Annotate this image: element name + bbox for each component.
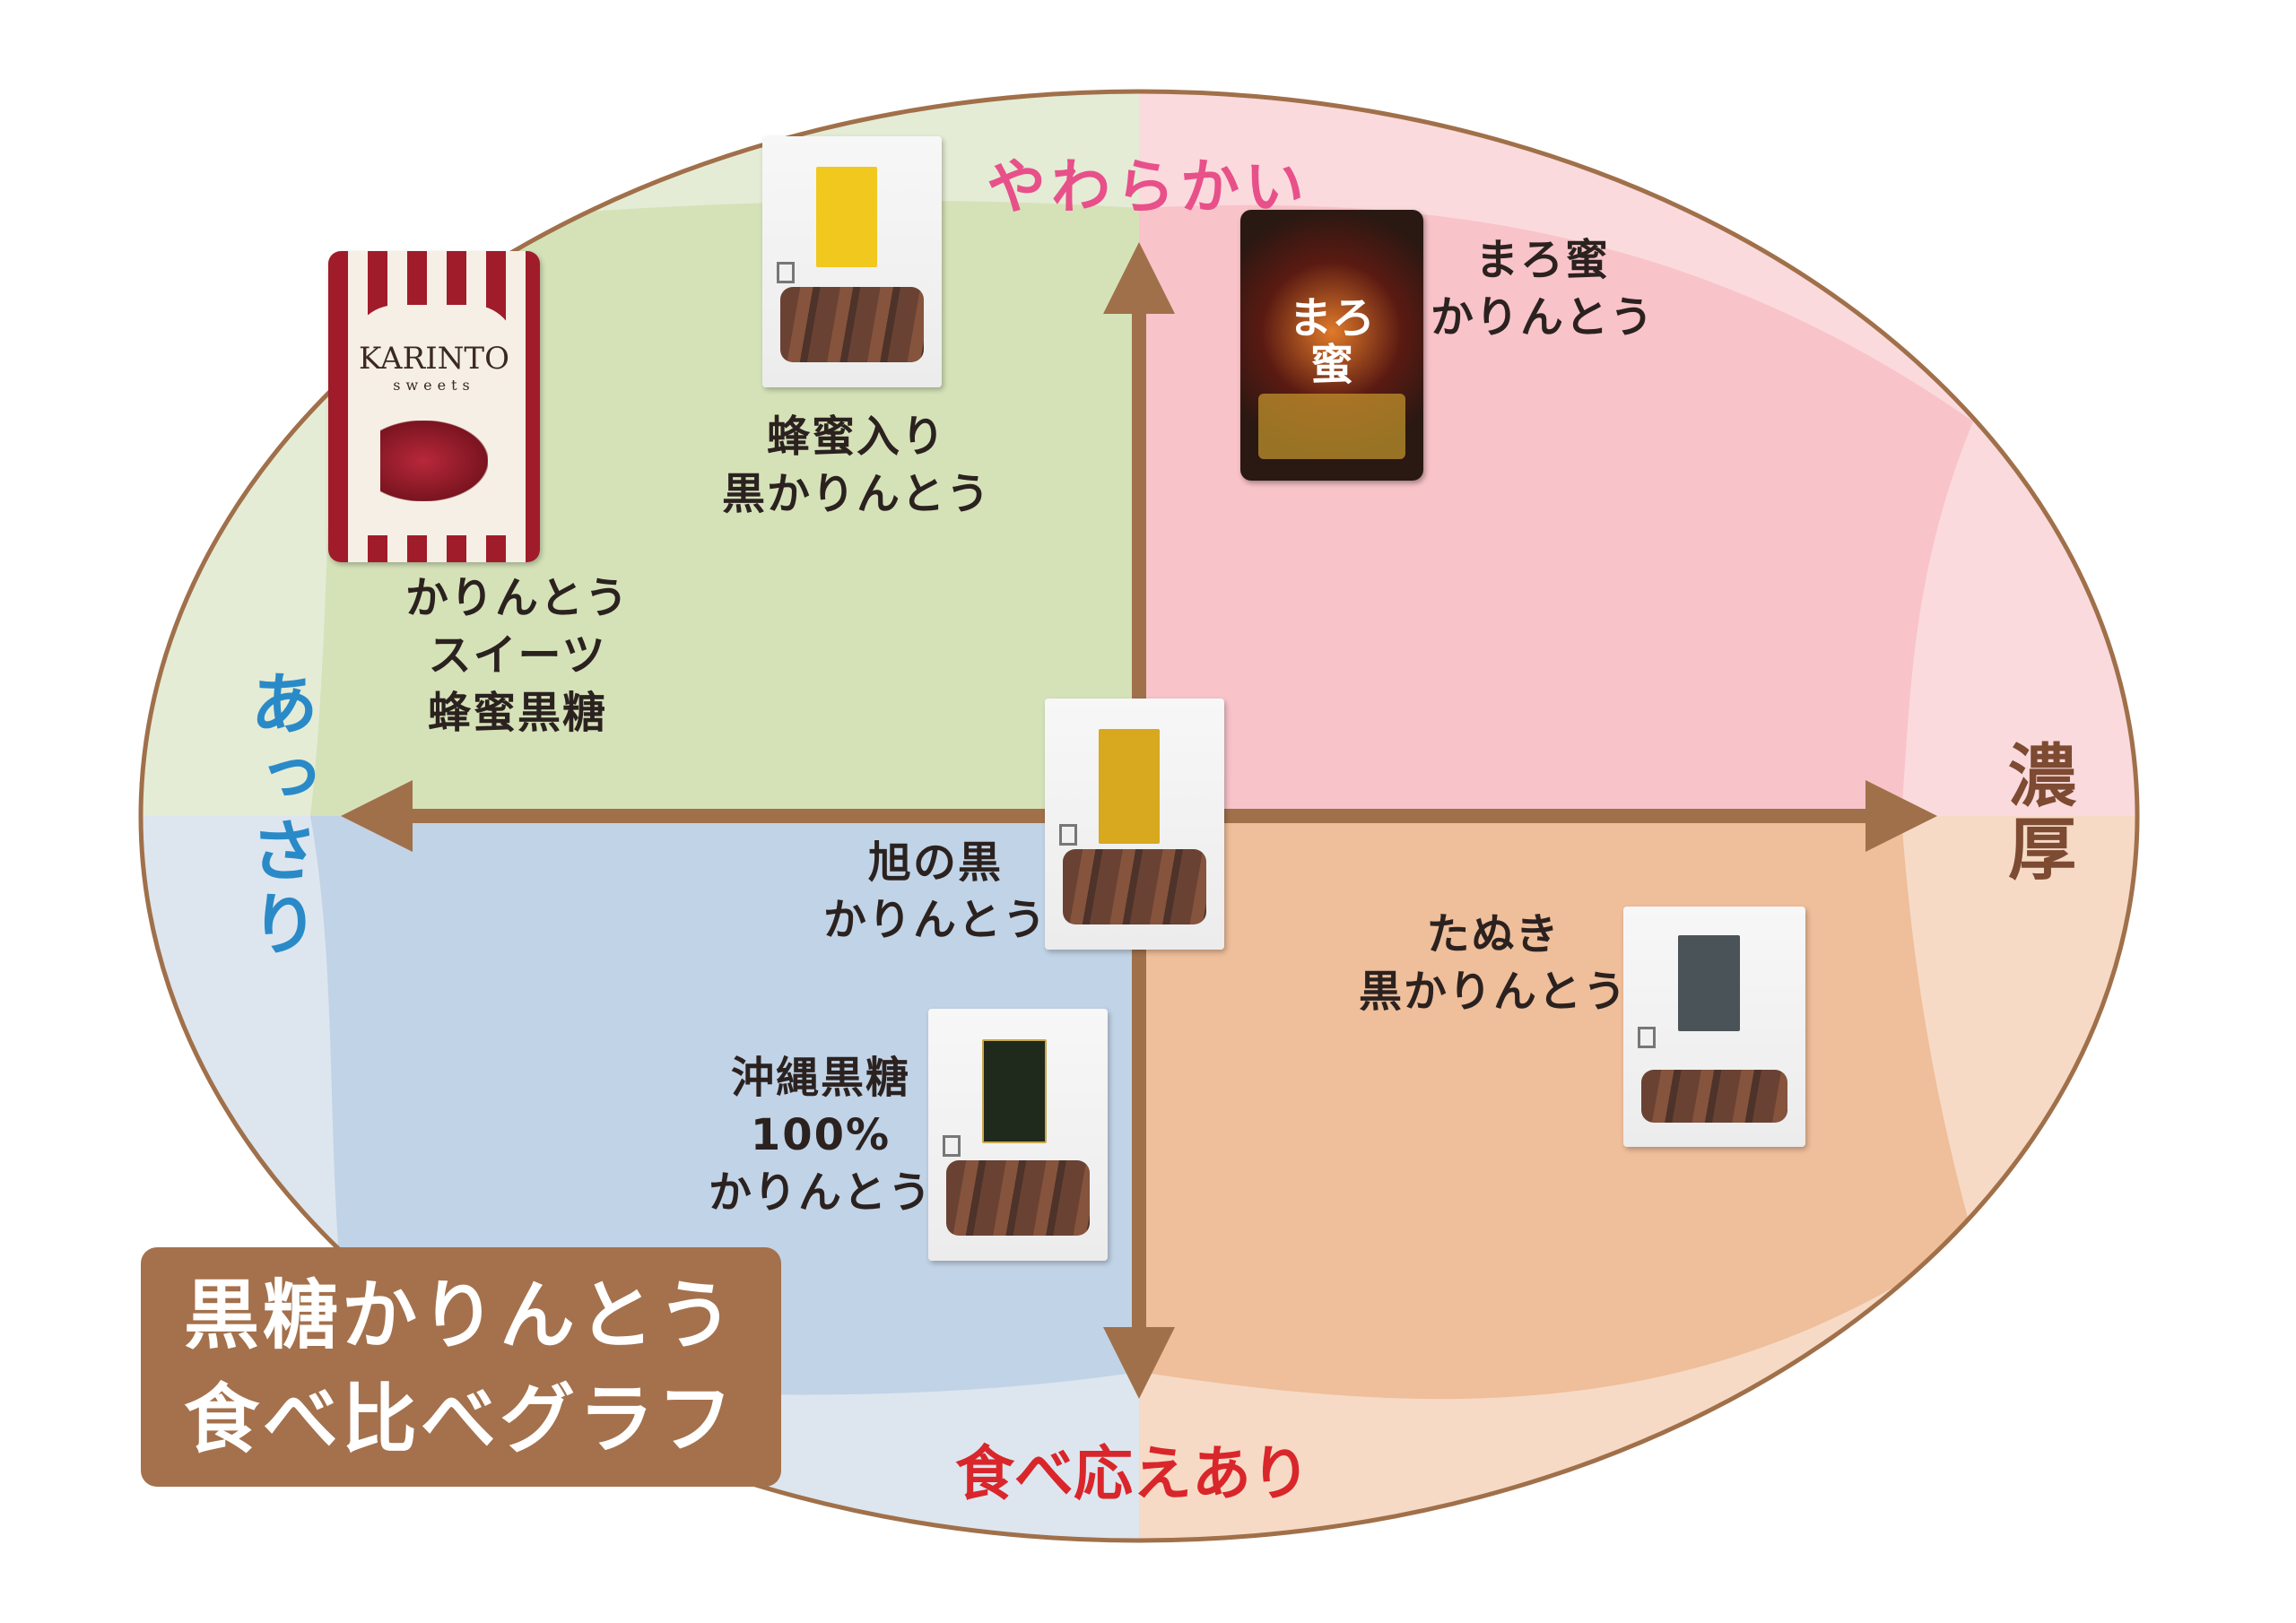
map-outline [138, 89, 2140, 1543]
product-image-hachimitsu [762, 136, 942, 387]
label-line: 蜂蜜入り [767, 412, 947, 462]
label-line: 沖縄黒糖 [731, 1053, 911, 1103]
label-line: まろ蜜 [1475, 235, 1611, 285]
product-label-okinawa: 沖縄黒糖 100% かりんとう [709, 1049, 933, 1221]
label-line: 旭の黒 [868, 838, 1004, 888]
label-line: かりんとう [823, 895, 1048, 945]
product-image-maromitsu: まろ蜜 [1240, 210, 1423, 481]
label-line: 黒かりんとう [722, 469, 992, 519]
pack-sub-text: sweets [393, 377, 475, 394]
pack-brand-text: KARINTO [359, 341, 509, 377]
label-line: 蜂蜜黒糖 [428, 688, 608, 738]
product-image-asahi [1045, 699, 1224, 950]
pack-text: 蜜 [1309, 340, 1353, 390]
pack-text: まろ [1288, 293, 1375, 343]
chart-title: 黒糖かりんとう 食べ比べグラフ [141, 1247, 781, 1487]
product-label-hachimitsu: 蜂蜜入り 黒かりんとう [722, 408, 991, 523]
label-line: かりんとう [1431, 292, 1656, 343]
karinto-photo [380, 421, 488, 501]
axis-label-right: 濃厚 [1996, 740, 2076, 887]
title-line: 食べ比べグラフ [184, 1376, 737, 1463]
label-line: かりんとう [405, 573, 631, 623]
product-image-okinawa [928, 1009, 1108, 1261]
axis-label-bottom: 食べ応えあり [955, 1439, 1310, 1508]
label-line: かりんとう [709, 1167, 934, 1218]
product-image-karinto-sweets: KARINTO sweets [328, 251, 540, 562]
label-line: スイーツ [428, 630, 607, 681]
product-label-tanuki: たぬき 黒かりんとう [1359, 906, 1628, 1020]
label-line: たぬき [1426, 909, 1561, 959]
product-image-tanuki [1623, 907, 1805, 1147]
product-label-karinto-sweets: かりんとう スイーツ 蜂蜜黒糖 [405, 569, 630, 742]
axis-label-left: あっさり [239, 668, 318, 962]
product-label-maromitsu: まろ蜜 かりんとう [1431, 231, 1655, 346]
product-label-asahi: 旭の黒 かりんとう [823, 834, 1048, 949]
label-line: 100% [750, 1110, 891, 1160]
label-line: 黒かりんとう [1359, 967, 1629, 1017]
title-line: 黒糖かりんとう [184, 1271, 737, 1359]
